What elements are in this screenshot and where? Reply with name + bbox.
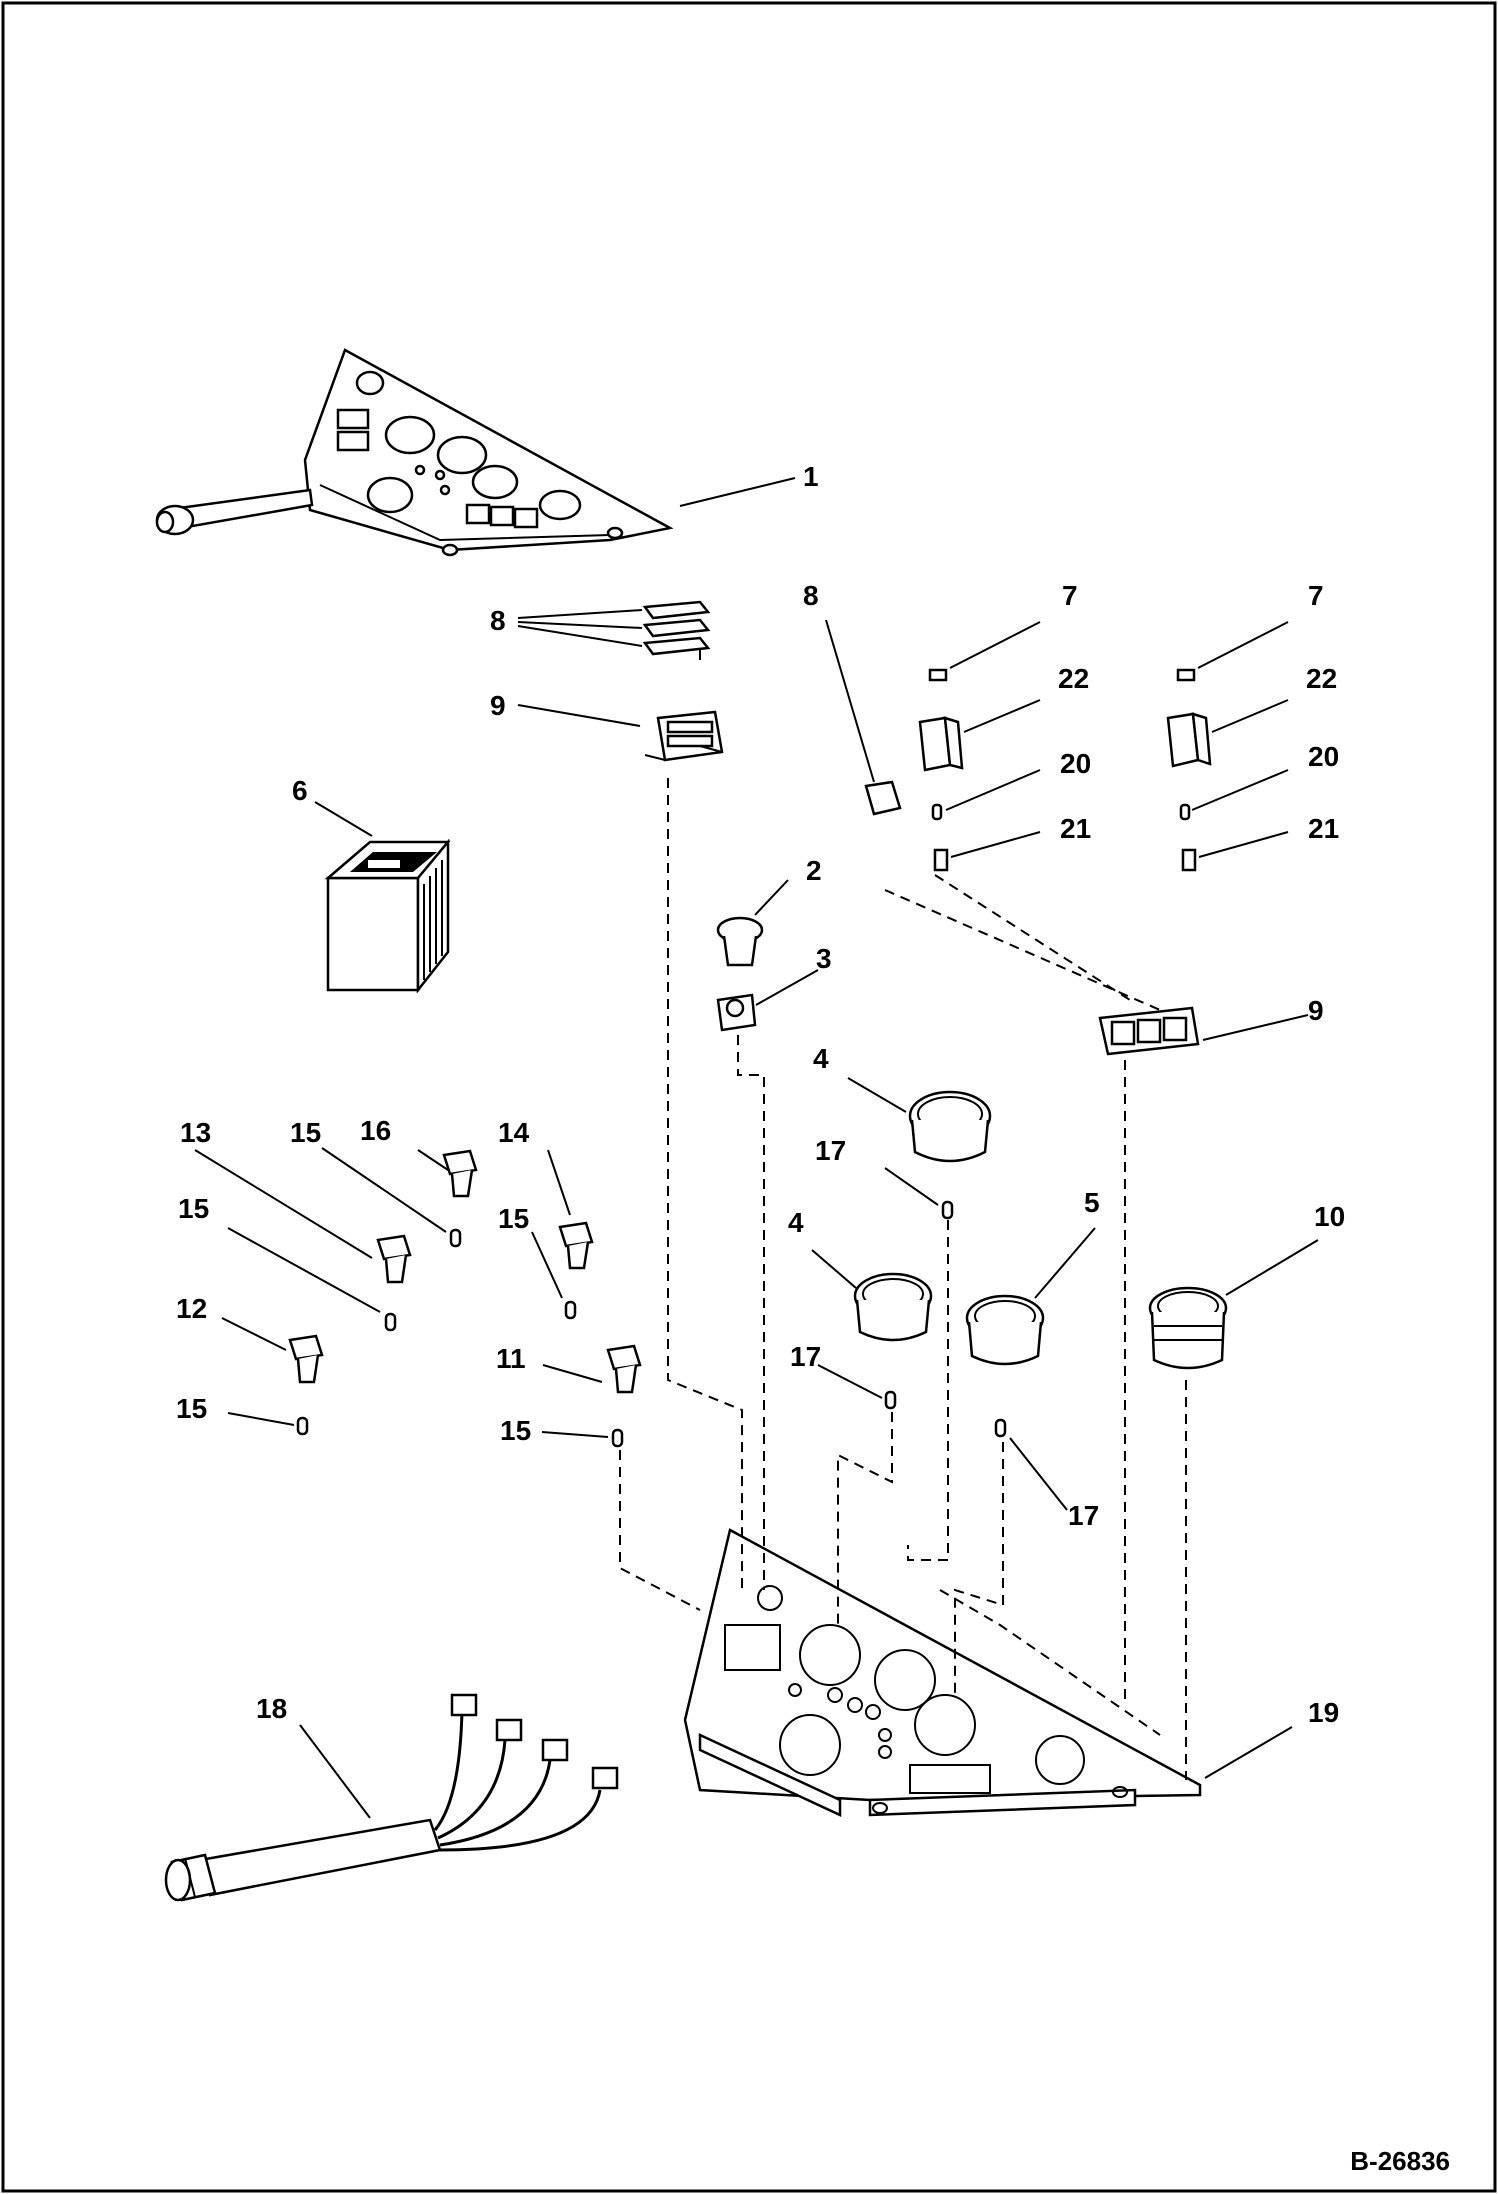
- callout-15: 15: [290, 1117, 321, 1148]
- bulb: [384, 1312, 397, 1332]
- bulb: [994, 1418, 1007, 1438]
- callout-15: 15: [178, 1193, 209, 1224]
- bulb: [884, 1390, 897, 1410]
- indicator-light-14: [558, 1221, 594, 1270]
- relay-box: [324, 838, 451, 994]
- callout-16: 16: [360, 1115, 391, 1146]
- gauge-lower-center: [965, 1294, 1045, 1366]
- callout-4: 4: [813, 1043, 829, 1074]
- switch-bezel-left: [644, 710, 724, 762]
- switch-bezel-right: [1098, 1006, 1200, 1056]
- callout-15: 15: [498, 1203, 529, 1234]
- switch-stack-right: [1166, 668, 1212, 872]
- callout-15: 15: [500, 1415, 531, 1446]
- callout-21: 21: [1060, 813, 1091, 844]
- indicator-light-12: [288, 1334, 324, 1384]
- callout-22: 22: [1306, 663, 1337, 694]
- indicator-light-16: [442, 1149, 478, 1198]
- callout-20: 20: [1060, 748, 1091, 779]
- assembled-instrument-panel: [155, 348, 674, 557]
- callout-2: 2: [806, 855, 822, 886]
- callout-9: 9: [490, 690, 506, 721]
- bulb: [296, 1416, 309, 1436]
- callout-labels: 1 8 9 6 8 7 22 20 21 7 22 20 21 2 3 9 4 …: [176, 461, 1345, 1728]
- switch-stack-center: [918, 668, 964, 872]
- callout-3: 3: [816, 943, 832, 974]
- gauge-lower-left: [853, 1272, 933, 1342]
- callout-18: 18: [256, 1693, 287, 1724]
- leader-lines: [194, 477, 1319, 1819]
- callout-17: 17: [790, 1341, 821, 1372]
- callout-14: 14: [498, 1117, 530, 1148]
- ignition-knob: [716, 916, 764, 967]
- hourmeter-gauge: [1148, 1286, 1228, 1370]
- callout-8: 8: [490, 605, 506, 636]
- callout-12: 12: [176, 1293, 207, 1324]
- callout-19: 19: [1308, 1697, 1339, 1728]
- ignition-housing: [716, 993, 757, 1032]
- callout-10: 10: [1314, 1201, 1345, 1232]
- callout-5: 5: [1084, 1187, 1100, 1218]
- callout-21: 21: [1308, 813, 1339, 844]
- callout-8: 8: [803, 580, 819, 611]
- callout-1: 1: [803, 461, 819, 492]
- document-number: B-26836: [1350, 2146, 1450, 2176]
- bulb: [941, 1200, 954, 1220]
- callout-17: 17: [815, 1135, 846, 1166]
- callout-4: 4: [788, 1207, 804, 1238]
- callout-13: 13: [180, 1117, 211, 1148]
- callout-7: 7: [1308, 580, 1324, 611]
- callout-7: 7: [1062, 580, 1078, 611]
- callout-17: 17: [1068, 1500, 1099, 1531]
- gauge-upper: [908, 1090, 992, 1163]
- bare-instrument-panel: [683, 1528, 1202, 1817]
- switch-cover-single: [864, 780, 902, 816]
- bulb: [564, 1300, 577, 1320]
- callout-9: 9: [1308, 995, 1324, 1026]
- callout-6: 6: [292, 775, 308, 806]
- callout-22: 22: [1058, 663, 1089, 694]
- switch-covers-left: [642, 600, 711, 660]
- wire-harness: [164, 1693, 619, 1902]
- bulb: [611, 1428, 624, 1448]
- indicator-light-11: [606, 1344, 642, 1394]
- callout-11: 11: [496, 1343, 526, 1374]
- callout-15: 15: [176, 1393, 207, 1424]
- indicator-light-13: [376, 1234, 412, 1284]
- callout-20: 20: [1308, 741, 1339, 772]
- bulb: [449, 1228, 462, 1248]
- assembly-dashed-lines: [619, 778, 1187, 1780]
